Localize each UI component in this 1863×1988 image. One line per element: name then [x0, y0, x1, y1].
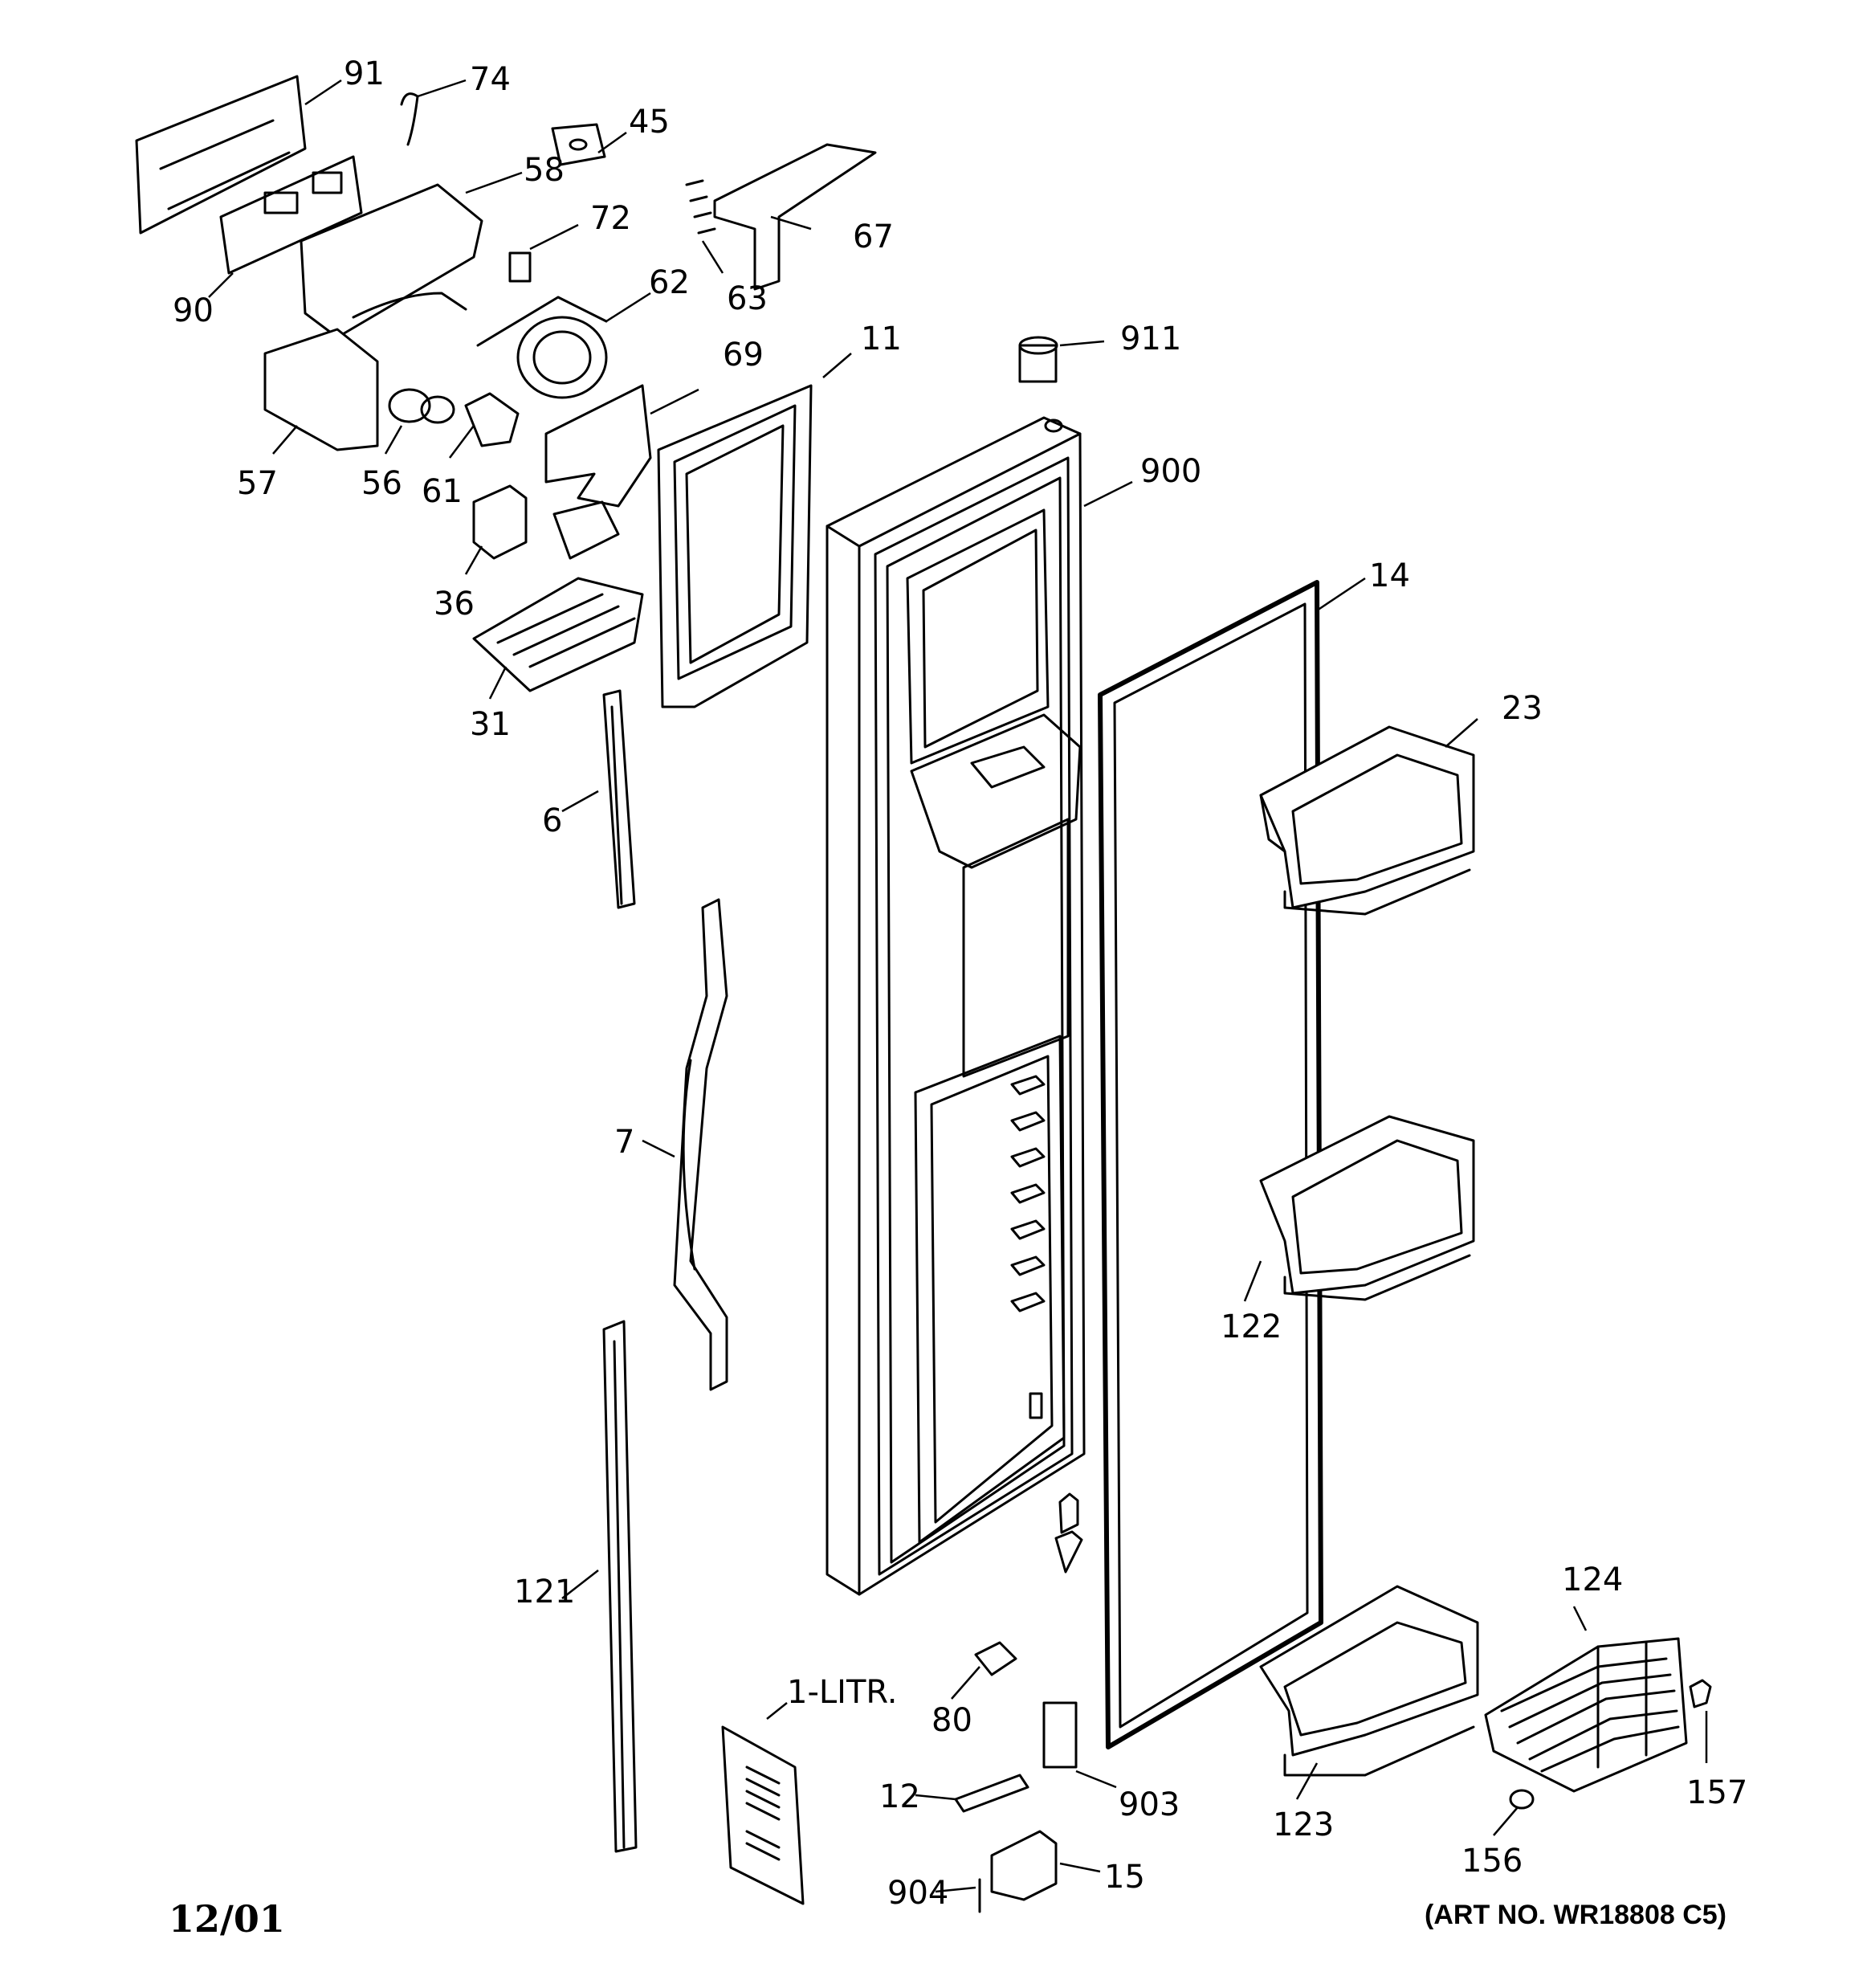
switch-bracket: [472, 484, 528, 560]
dispenser-frame: [657, 384, 813, 708]
label-121: 121: [514, 1574, 575, 1610]
plug-button: [974, 1641, 1017, 1676]
leader-lines: [208, 79, 1708, 1893]
label-122: 122: [1221, 1308, 1282, 1345]
door-bin-upper: [1259, 725, 1475, 916]
label-31: 31: [470, 706, 511, 743]
top-bushing: [1018, 336, 1058, 383]
label-72: 72: [590, 200, 631, 237]
label-900: 900: [1140, 453, 1201, 490]
label-69: 69: [723, 337, 764, 374]
label-15: 15: [1104, 1859, 1145, 1896]
microswitch: [508, 251, 532, 283]
label-62: 62: [649, 264, 690, 301]
basket-screw: [1689, 1679, 1712, 1708]
ice-duct-door: [476, 296, 608, 399]
label-1-litr: 1-LITR.: [787, 1674, 897, 1711]
door-handle: [673, 898, 728, 1391]
label-91: 91: [344, 55, 385, 92]
label-903: 903: [1119, 1786, 1180, 1823]
handle-trim-lower: [602, 1320, 638, 1853]
label-7: 7: [614, 1124, 634, 1161]
dispenser-grille: [472, 577, 644, 692]
label-61: 61: [422, 473, 463, 510]
revision-date: 12/01: [169, 1897, 285, 1941]
hinge-shim: [954, 1774, 1029, 1813]
auger-motor: [388, 388, 455, 424]
lower-hinge-bushing: [1042, 1701, 1078, 1769]
label-74: 74: [470, 61, 511, 98]
label-124: 124: [1562, 1561, 1623, 1598]
bottom-hinge: [990, 1830, 1058, 1901]
door-bin-lower: [1259, 1585, 1479, 1777]
label-90: 90: [173, 292, 214, 329]
dispenser-arm: [713, 143, 877, 291]
label-58: 58: [524, 152, 565, 189]
part-labels: 91 74 45 58 72 67 63 90 62 11 911 69 57 …: [173, 55, 1747, 1912]
label-14: 14: [1369, 557, 1410, 594]
dispenser-cover-plate: [135, 75, 307, 235]
label-911: 911: [1120, 320, 1181, 357]
door-gasket: [1098, 580, 1323, 1749]
label-6: 6: [542, 802, 562, 839]
label-67: 67: [853, 218, 894, 255]
dispenser-housing: [263, 183, 483, 451]
basket-stop: [1509, 1789, 1535, 1810]
literature-booklet: [721, 1725, 805, 1905]
art-number: (ART NO. WR18808 C5): [1425, 1900, 1726, 1930]
label-156: 156: [1461, 1843, 1523, 1880]
door-bin-middle: [1259, 1115, 1475, 1301]
label-36: 36: [434, 586, 475, 623]
spring-clip: [400, 92, 419, 146]
label-904: 904: [887, 1875, 948, 1912]
label-57: 57: [237, 465, 278, 502]
dispenser-control-board: [219, 155, 363, 275]
hinge-spring: [685, 179, 716, 235]
wire-basket: [1484, 1637, 1688, 1793]
handle-trim-upper: [602, 689, 636, 909]
label-12: 12: [879, 1778, 920, 1815]
fresh-food-door: [826, 416, 1086, 1596]
label-56: 56: [361, 465, 402, 502]
label-11: 11: [861, 320, 902, 357]
label-45: 45: [629, 104, 670, 141]
label-123: 123: [1273, 1806, 1334, 1843]
label-80: 80: [932, 1702, 972, 1739]
label-63: 63: [727, 280, 768, 317]
small-bracket: [551, 123, 606, 166]
actuator: [464, 392, 520, 447]
label-157: 157: [1686, 1774, 1747, 1811]
label-23: 23: [1502, 690, 1543, 727]
ice-chute: [544, 384, 652, 560]
